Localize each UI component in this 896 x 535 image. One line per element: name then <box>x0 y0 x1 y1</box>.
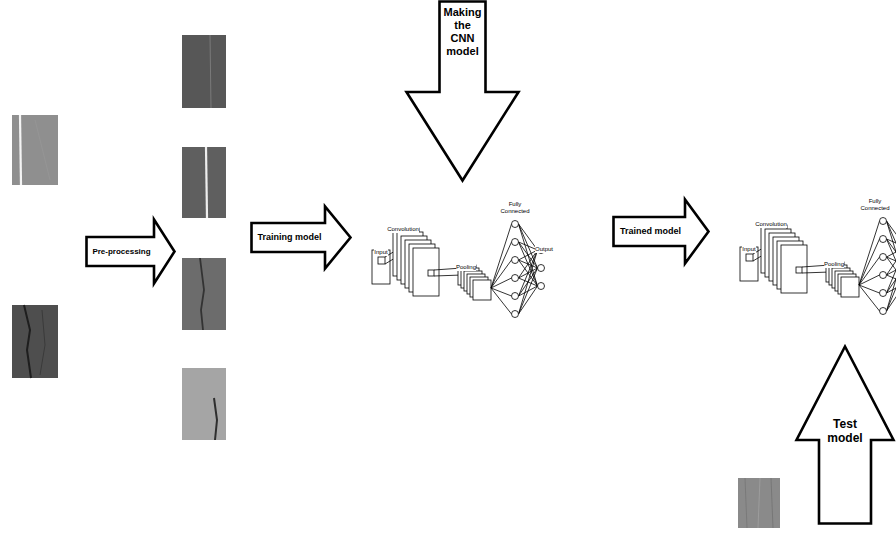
layer-label-box: Input <box>736 237 762 255</box>
preprocessed-image <box>182 35 226 108</box>
cnn-figure <box>372 221 545 318</box>
process-arrow: Trained model <box>612 198 710 265</box>
arrow-label: Pre-processing <box>92 247 150 256</box>
preprocessed-image <box>182 258 226 330</box>
layer-label: Fully Connected <box>858 198 892 212</box>
layer-label: Input <box>742 246 755 253</box>
arrow-label: Trained model <box>620 226 681 237</box>
layer-label-box: Convolution <box>751 212 791 230</box>
layer-label: Convolution <box>755 221 787 228</box>
layer-label-box: Fully Connected <box>858 196 892 214</box>
cnn-figure <box>740 218 896 315</box>
arrow-label: Making the CNN model <box>442 6 484 58</box>
layer-label-box: Convolution <box>383 217 423 235</box>
layer-label-box: Input <box>368 240 394 258</box>
arrow-label: Training model <box>257 232 321 243</box>
input-image <box>12 115 58 185</box>
preprocessed-image <box>182 147 226 218</box>
layer-label-box: Output <box>531 237 557 255</box>
arrow-shape <box>407 2 519 181</box>
preprocessed-image <box>182 368 226 440</box>
layer-label-box: Pooling <box>452 255 480 273</box>
layer-label: Input <box>374 249 387 256</box>
test-image <box>738 478 780 528</box>
arrow-label: Test model <box>821 417 869 445</box>
arrow-shape <box>252 207 351 269</box>
input-image <box>12 305 58 378</box>
process-arrow: Pre-processing <box>85 218 176 285</box>
arrow-shape <box>614 200 709 264</box>
layer-label: Convolution <box>387 226 419 233</box>
layer-label: Fully Connected <box>498 201 532 215</box>
layer-label-box: Fully Connected <box>498 199 532 217</box>
block-arrow: Making the CNN model <box>405 0 520 182</box>
process-arrow: Training model <box>250 205 352 270</box>
layer-label: Pooling <box>824 261 844 268</box>
layer-label: Pooling <box>456 264 476 271</box>
layer-label-box: Pooling <box>820 252 848 270</box>
arrow-shape <box>797 347 894 524</box>
layer-label: Output <box>535 246 553 253</box>
arrow-shape <box>87 220 175 284</box>
block-arrow: Test model <box>795 345 895 525</box>
